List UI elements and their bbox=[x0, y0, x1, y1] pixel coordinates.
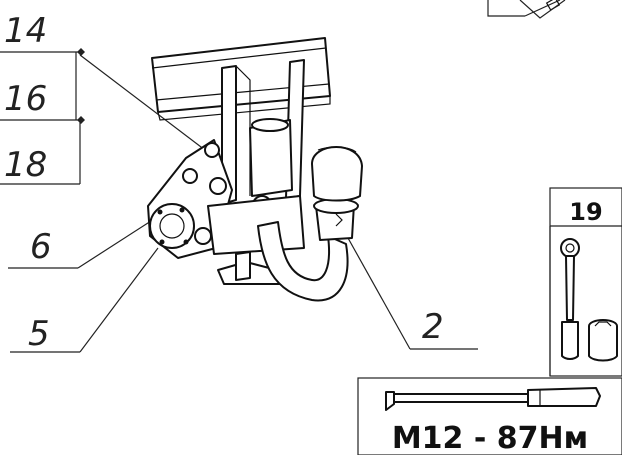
socket-size-label: 19 bbox=[569, 198, 602, 226]
socket-tool-panel: 19 bbox=[549, 187, 622, 377]
socket-head-icon bbox=[588, 319, 618, 362]
torque-wrench-icon bbox=[385, 387, 601, 411]
callout-label-2: 2 bbox=[422, 307, 444, 347]
callout-16: 16 bbox=[0, 79, 85, 124]
callout-label-14: 14 bbox=[4, 11, 47, 51]
tow-hitch-assembly bbox=[147, 37, 363, 302]
callout-6: 6 bbox=[8, 211, 166, 269]
callout-label-16: 16 bbox=[4, 79, 47, 119]
callout-label-18: 18 bbox=[4, 145, 47, 185]
corner-detail-fragment bbox=[487, 0, 566, 19]
ratchet-wrench-icon bbox=[560, 238, 580, 360]
torque-spec-label: M12 - 87Нм bbox=[392, 421, 588, 455]
callout-2: 2 bbox=[347, 237, 478, 350]
torque-spec-panel: M12 - 87Нм bbox=[357, 377, 622, 455]
callout-5: 5 bbox=[10, 247, 159, 354]
callout-18: 18 bbox=[0, 120, 81, 185]
callout-label-5: 5 bbox=[28, 314, 50, 354]
callout-14: 14 bbox=[0, 11, 206, 151]
callout-label-6: 6 bbox=[30, 227, 52, 267]
